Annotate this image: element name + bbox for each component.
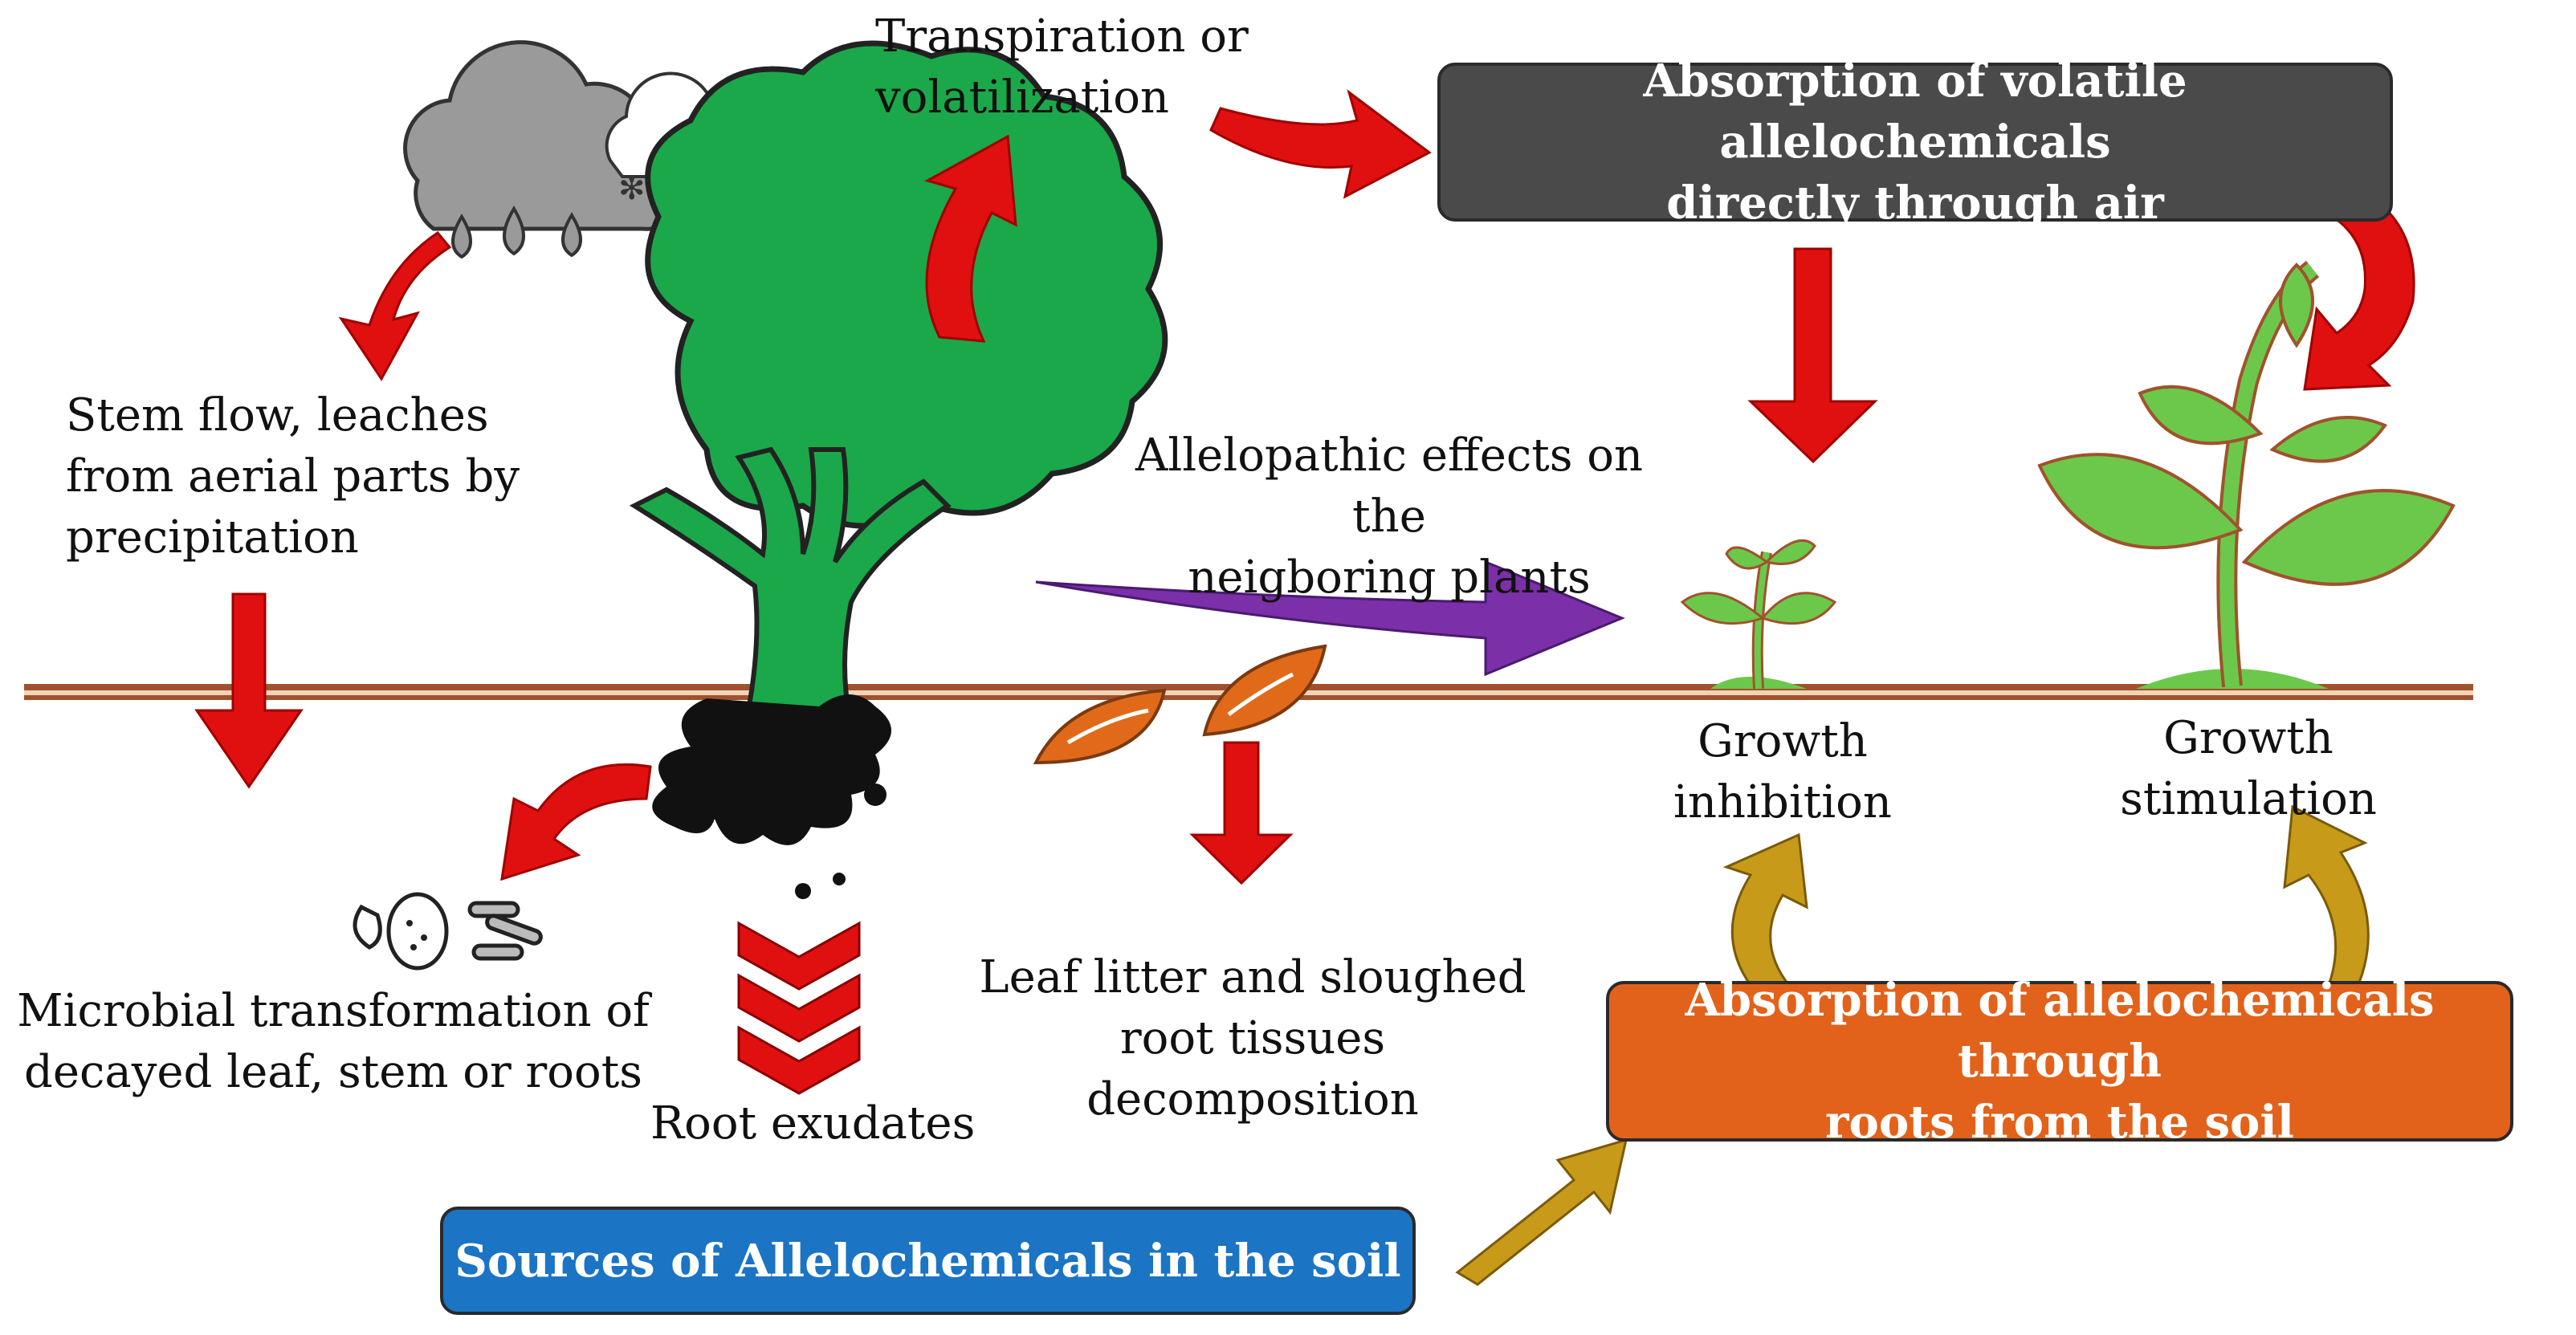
bacteria-icon <box>467 901 543 961</box>
chevron-down-icon <box>737 921 861 1095</box>
arrow-sources-to-soil <box>1455 1138 1628 1286</box>
root-exudates-label: Root exudates <box>650 1097 976 1150</box>
arrow-allelopathic-effects <box>1035 560 1625 677</box>
leaf-litter-label: Leaf litter and sloughed root tissues de… <box>979 951 1526 1125</box>
arrow-volatile-curve <box>2303 187 2415 391</box>
plant-icon <box>2037 260 2456 689</box>
transpiration-label: Transpiration or volatilization <box>875 10 1249 124</box>
arrow-leaf-down <box>1189 741 1294 885</box>
stem-flow-label: Stem flow, leaches from aerial parts by … <box>66 389 520 564</box>
volatile-absorption-box: Absorption of volatile allelochemicals d… <box>1437 55 2393 230</box>
microbe-icon <box>353 892 449 971</box>
sources-box: Sources of Allelochemicals in the soil <box>440 1207 1416 1315</box>
arrow-transpiration-right <box>1209 89 1432 199</box>
arrow-transpiration-up <box>924 134 1017 343</box>
allelopathic-effects-label: Allelopathic effects on the neigboring p… <box>1135 429 1644 604</box>
roots-absorption-box: Absorption of allelochemicals through ro… <box>1606 974 2513 1149</box>
microbial-label: Microbial transformation of decayed leaf… <box>17 985 650 1098</box>
tree-icon <box>629 40 1168 899</box>
arrow-stem-down <box>194 592 304 789</box>
arrow-soil-to-inhibition <box>1722 832 1808 997</box>
svg-text:✻: ✻ <box>618 170 646 207</box>
growth-stimulation-label: Growth stimulation <box>2120 712 2377 825</box>
growth-inhibition-label: Growth inhibition <box>1673 715 1892 828</box>
arrow-volatile-down <box>1747 247 1878 464</box>
leaf-icon <box>1033 644 1327 765</box>
seedling-icon <box>1680 539 1837 690</box>
arrow-soil-to-stimulation <box>2283 804 2370 999</box>
arrow-root-to-microbe <box>500 763 652 881</box>
arrow-rain-to-stem <box>338 231 452 381</box>
